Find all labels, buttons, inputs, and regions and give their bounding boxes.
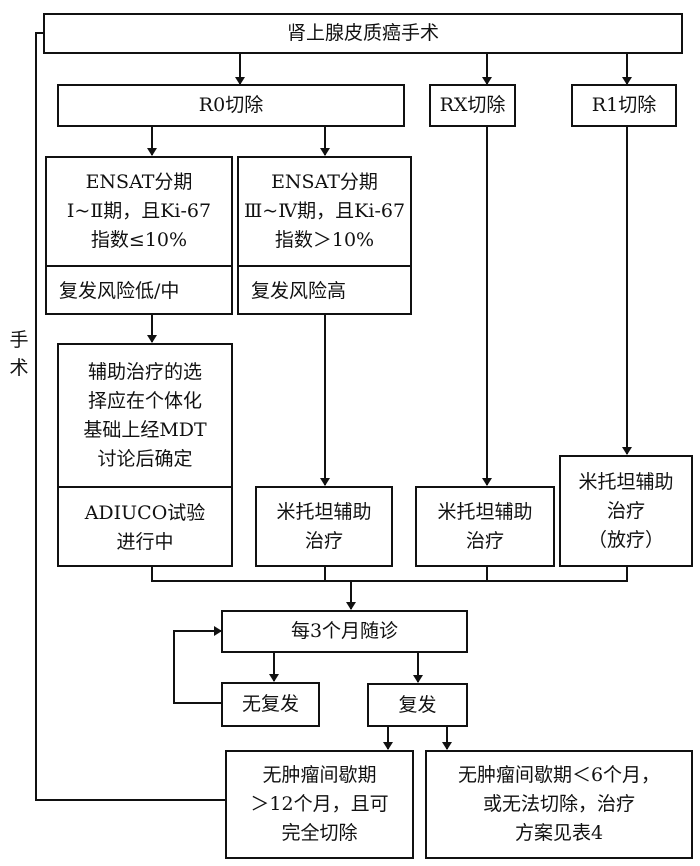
relapse-long-interval-box: 无肿瘤间歇期 ＞12个月，且可 完全切除 [225,750,414,859]
merge-bus-line [151,565,628,582]
surgery-box: 肾上腺皮质癌手术 [43,13,683,54]
adjuvant-choice: 辅助治疗的选 择应在个体化 基础上经MDT 讨论后确定 [83,360,207,470]
surgery-loop-label: 手 术 [9,329,29,379]
r1-resection-box: R1切除 [571,84,677,127]
r0-resection-box: R0切除 [57,84,405,127]
adjuvant-low-box: 辅助治疗的选 择应在个体化 基础上经MDT 讨论后确定 ADIUCO试验 进行中 [57,343,233,567]
followup-box: 每3个月随诊 [221,610,468,653]
ensat-low-stage: ENSAT分期 Ⅰ~Ⅱ期，且Ki-67 指数≤10% [66,171,212,251]
r0-label: R0切除 [198,94,264,116]
rx-label: RX切除 [439,94,506,116]
ensat-high-stage: ENSAT分期 Ⅲ~Ⅳ期，且Ki-67 指数＞10% [243,171,406,251]
r1-label: R1切除 [591,94,657,116]
ensat-high-risk: 复发风险高 [239,265,410,315]
mitotane-high-box: 米托坦辅助 治疗 [255,486,393,567]
rx-resection-box: RX切除 [429,84,516,127]
mitotane-rx-box: 米托坦辅助 治疗 [415,486,555,567]
surgery-label: 肾上腺皮质癌手术 [286,22,439,44]
relapse-short-interval-box: 无肿瘤间歇期＜6个月， 或无法切除，治疗 方案见表4 [425,750,693,859]
adiuco-trial: ADIUCO试验 进行中 [59,486,231,567]
ensat-low-risk: 复发风险低/中 [47,265,231,315]
no-relapse-box: 无复发 [221,682,320,727]
ensat-high-box: ENSAT分期 Ⅲ~Ⅳ期，且Ki-67 指数＞10% 复发风险高 [237,156,412,315]
arrow-no-relapse-loop [173,626,222,704]
ensat-low-box: ENSAT分期 Ⅰ~Ⅱ期，且Ki-67 指数≤10% 复发风险低/中 [45,156,233,315]
relapse-box: 复发 [367,683,468,727]
mitotane-r1-box: 米托坦辅助 治疗 （放疗） [559,455,693,567]
